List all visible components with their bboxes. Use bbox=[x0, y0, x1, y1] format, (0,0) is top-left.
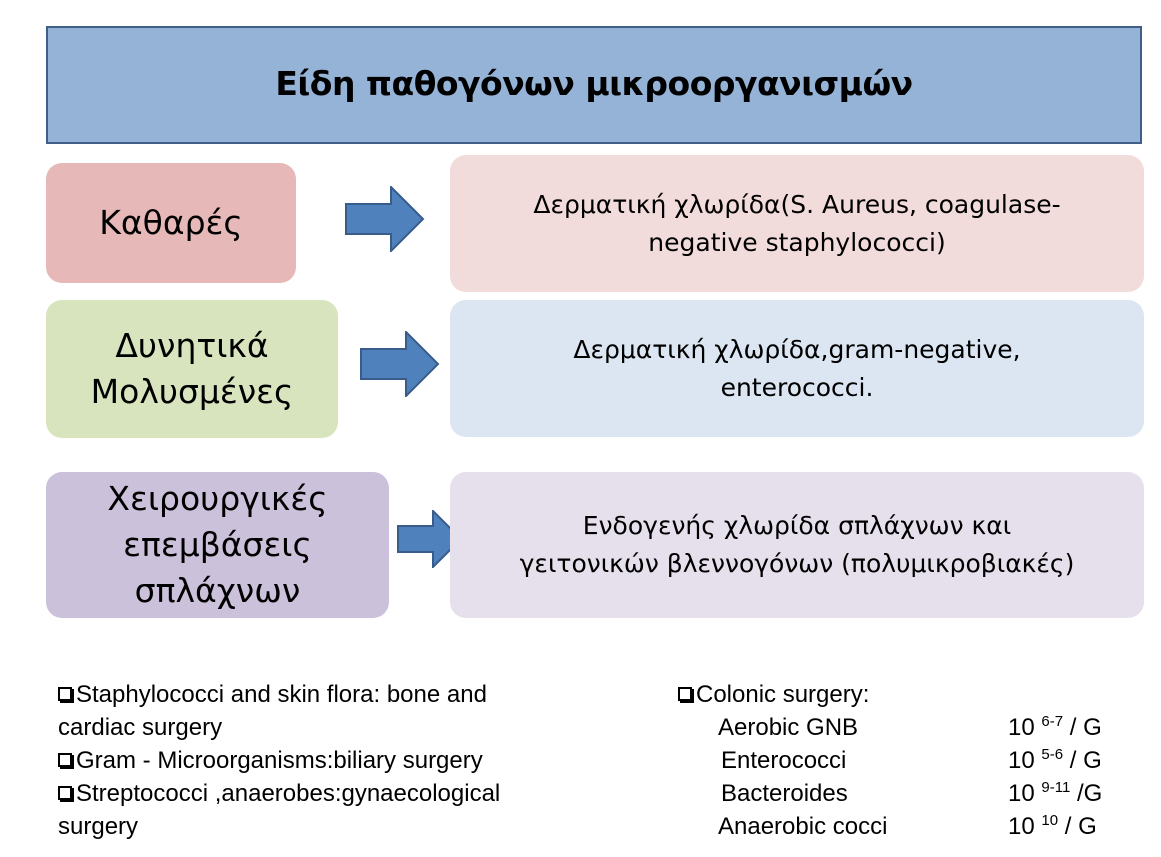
colonic-header: Colonic surgery: bbox=[678, 678, 1148, 711]
organism-name: Anaerobic cocci bbox=[718, 813, 888, 840]
organism-name: Aerobic GNB bbox=[718, 714, 859, 741]
left-notes: Staphylococci and skin flora: bone and ca… bbox=[58, 678, 618, 843]
note-line: Staphylococci and skin flora: bone and bbox=[58, 678, 618, 711]
description-line: enterococci. bbox=[720, 372, 874, 402]
category-label-line: Χειρουργικές bbox=[107, 479, 328, 518]
category-label-line: Δυνητικά bbox=[115, 326, 269, 365]
description-box-visceral-surgery: Ενδογενής χλωρίδα σπλάχνων και γειτονικών… bbox=[450, 472, 1144, 618]
organism-count: 10 5-6 / G bbox=[1008, 746, 1102, 774]
description-line: γειτονικών βλεννογόνων (πολυμικροβιακές) bbox=[519, 549, 1075, 578]
note-line: Streptococci ,anaerobes:gynaecological bbox=[58, 777, 618, 810]
colonic-item: Enterococci 10 5-6 / G bbox=[678, 744, 1138, 777]
description-line: negative staphylococci) bbox=[648, 227, 946, 257]
organism-name: Bacteroides bbox=[721, 780, 848, 807]
right-arrow-icon bbox=[360, 331, 440, 397]
colonic-item: Anaerobic cocci 10 10 / G bbox=[678, 810, 1138, 843]
category-box-visceral-surgery: Χειρουργικές επεμβάσεις σπλάχνων bbox=[46, 472, 389, 618]
right-arrow-icon bbox=[345, 186, 425, 252]
checkbox-bullet-icon bbox=[678, 687, 692, 701]
organism-name: Enterococci bbox=[721, 747, 847, 774]
note-line: Gram - Microorganisms:biliary surgery bbox=[58, 744, 618, 777]
note-line: surgery bbox=[58, 813, 139, 840]
colonic-item: Aerobic GNB 10 6-7 / G bbox=[678, 711, 1138, 744]
page-title: Είδη παθογόνων μικροοργανισμών bbox=[275, 64, 913, 103]
description-line: Δερματική χλωρίδα(S. Aureus, coagulase- bbox=[533, 189, 1061, 219]
category-label-line: Μολυσμένες bbox=[90, 372, 294, 411]
category-box-clean: Καθαρές bbox=[46, 163, 296, 283]
organism-count: 10 6-7 / G bbox=[1008, 713, 1102, 741]
category-label-line: σπλάχνων bbox=[134, 571, 301, 610]
right-arrow-icon bbox=[397, 510, 463, 568]
checkbox-bullet-icon bbox=[58, 687, 72, 701]
colonic-list: Colonic surgery: Aerobic GNB 10 6-7 / G En… bbox=[678, 678, 1148, 848]
organism-count: 10 10 / G bbox=[1008, 812, 1097, 840]
organism-count: 10 9-11 /G bbox=[1008, 779, 1103, 807]
title-banner: Είδη παθογόνων μικροοργανισμών bbox=[46, 26, 1142, 144]
checkbox-bullet-icon bbox=[58, 753, 72, 767]
description-line: Ενδογενής χλωρίδα σπλάχνων και bbox=[582, 511, 1012, 540]
checkbox-bullet-icon bbox=[58, 786, 72, 800]
description-box-clean: Δερματική χλωρίδα(S. Aureus, coagulase-n… bbox=[450, 155, 1144, 292]
colonic-item: Bacteroides 10 9-11 /G bbox=[678, 777, 1138, 810]
description-line: Δερματική χλωρίδα,gram-negative, bbox=[573, 334, 1021, 364]
description-box-contaminated: Δερματική χλωρίδα,gram-negative, enteroco… bbox=[450, 300, 1144, 437]
category-label-line: Καθαρές bbox=[99, 203, 243, 242]
category-label-line: επεμβάσεις bbox=[123, 525, 312, 564]
note-line: cardiac surgery bbox=[58, 714, 223, 741]
